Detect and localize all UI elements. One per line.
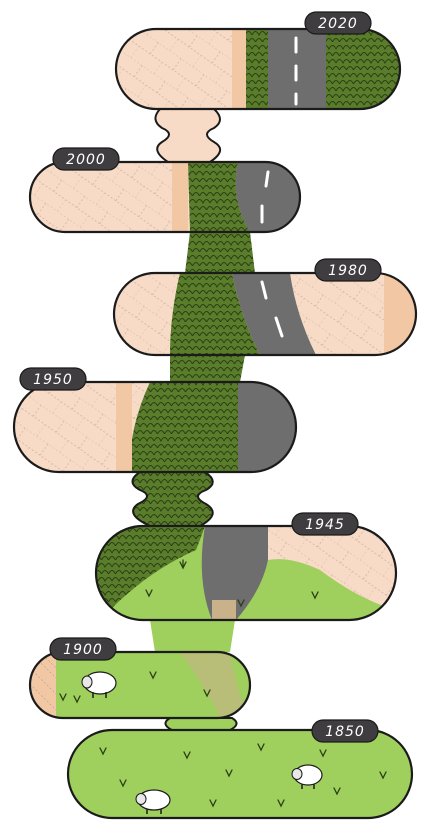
year-tag-2020: 2020 — [305, 12, 371, 34]
year-label: 1980 — [328, 263, 368, 279]
band-1950 — [14, 382, 296, 472]
year-tag-1950: 1950 — [20, 368, 86, 390]
band-1945 — [96, 526, 396, 620]
year-label: 2020 — [318, 16, 358, 32]
band-1850 — [68, 730, 412, 818]
year-tag-1945: 1945 — [292, 513, 358, 535]
year-tag-1980: 1980 — [315, 259, 381, 281]
band-2020 — [116, 29, 400, 109]
year-tag-1900: 1900 — [50, 638, 116, 660]
band-1900 — [30, 652, 250, 718]
year-label: 2000 — [66, 152, 106, 168]
year-tag-1850: 1850 — [312, 720, 378, 742]
year-label: 1900 — [63, 642, 103, 658]
year-label: 1850 — [325, 724, 365, 740]
year-tag-2000: 2000 — [53, 148, 119, 170]
band-1980 — [114, 273, 416, 355]
year-label: 1950 — [33, 372, 73, 388]
year-label: 1945 — [305, 517, 345, 533]
band-2000 — [30, 162, 300, 232]
